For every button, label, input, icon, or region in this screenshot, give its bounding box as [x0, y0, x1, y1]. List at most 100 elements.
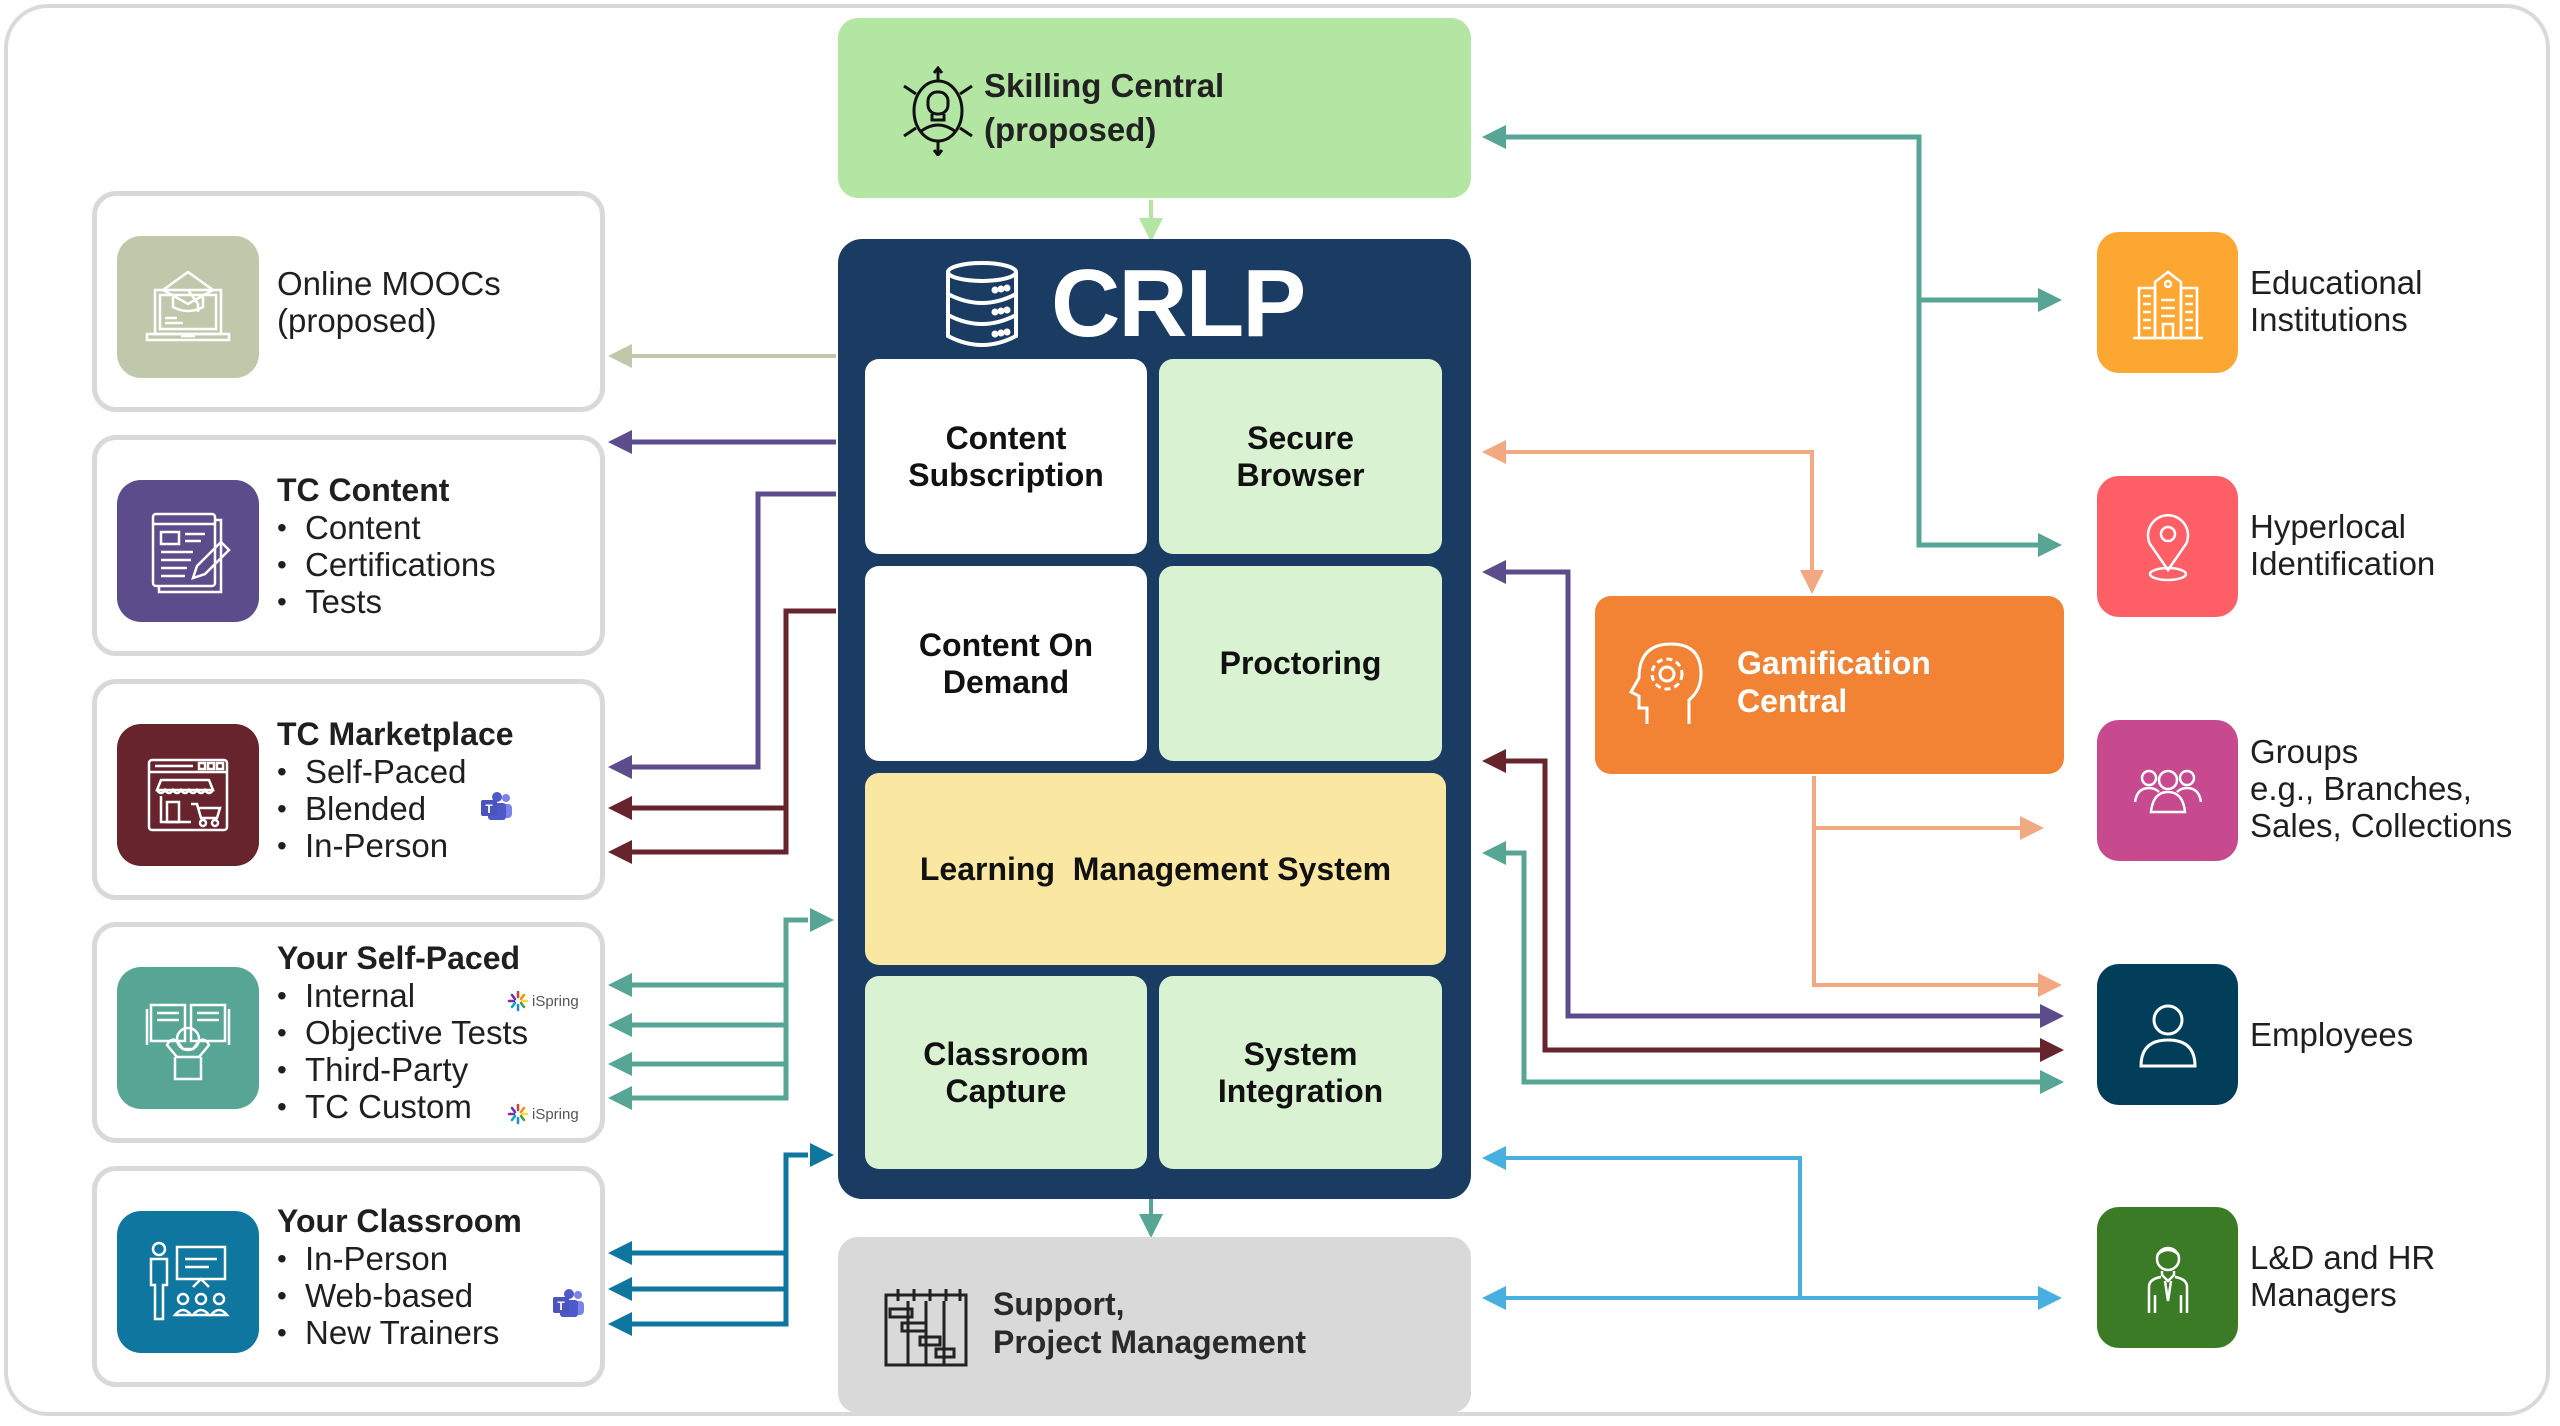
list-item-label: Internal [305, 977, 416, 1014]
label-line: Groups [2250, 733, 2359, 770]
educational-institutions-icon-tile[interactable] [2097, 232, 2238, 373]
hyperlocal-identification-label: Hyperlocal Identification [2250, 508, 2435, 582]
bullet: • [277, 1017, 287, 1048]
teams-icon: T [553, 1289, 584, 1317]
label-line: Sales, Collections [2250, 807, 2513, 844]
tile-label: Secure [1247, 419, 1354, 456]
list-item: • Content [277, 509, 496, 546]
list-item: • In-Person [277, 827, 514, 864]
tile-label: Demand [942, 663, 1070, 700]
bullet: • [277, 548, 287, 580]
list-item-label: Certifications [305, 545, 496, 583]
presentation-audience-icon [149, 1241, 230, 1321]
classroom-title: Your Classroom [277, 1202, 522, 1239]
label-line: Institutions [2250, 301, 2408, 338]
bullet: • [277, 829, 287, 861]
storefront-icon [147, 758, 229, 832]
svg-text:T: T [485, 802, 493, 816]
ispring-icon [507, 1103, 529, 1125]
list-item-label: Web-based [305, 1276, 474, 1314]
list-item: •In-Person [277, 1240, 522, 1277]
tile-proctoring[interactable]: Proctoring [1159, 566, 1442, 761]
list-item: •Tests [277, 583, 496, 620]
document-edit-icon [151, 512, 231, 594]
support-subtitle: Project Management [993, 1324, 1306, 1360]
tc-content-card[interactable]: TC Content •Content •Certifications •Tes… [92, 435, 605, 656]
tile-label: System [1243, 1035, 1358, 1072]
tile-label: Subscription [908, 456, 1104, 493]
label-line: Employees [2250, 1016, 2414, 1053]
moocs-title: Online MOOCs [277, 264, 501, 302]
tc-content-text: TC Content •Content •Certifications •Tes… [277, 440, 496, 651]
person-network-icon [903, 66, 973, 156]
user-icon [2138, 1004, 2197, 1067]
ispring-label: iSpring [532, 1105, 579, 1123]
skilling-central-label: Skilling Central (proposed) [984, 64, 1224, 152]
groups-icon-tile[interactable] [2097, 720, 2238, 861]
gamification-subtitle: Central [1737, 683, 1848, 719]
list-item-label: TC Custom [305, 1088, 472, 1125]
skilling-central-title: Skilling Central [984, 67, 1225, 104]
tc-marketplace-card[interactable]: TC Marketplace •Self-Paced •Blended • In-… [92, 679, 605, 900]
list-item-label: In-Person [305, 826, 449, 864]
group-icon [2133, 769, 2202, 813]
crlp-header: CRLP [943, 249, 1306, 359]
ispring-logo: iSpring [507, 990, 579, 1012]
ld-hr-managers-label: L&D and HR Managers [2250, 1239, 2435, 1313]
list-item-label: Third-Party [305, 1051, 469, 1088]
laptop-graduation-icon [145, 270, 231, 342]
list-item: •Self-Paced [277, 753, 514, 790]
label-line: L&D and HR [2250, 1239, 2436, 1276]
tile-label: Proctoring [1219, 645, 1382, 681]
support-project-management-box[interactable]: Support, Project Management [838, 1237, 1471, 1413]
list-item-label: Content [305, 508, 421, 546]
tile-learning-management-system[interactable]: Learning Management System [865, 773, 1446, 965]
bullet: • [277, 1316, 287, 1348]
manager-icon [2147, 1246, 2188, 1313]
your-classroom-card[interactable]: Your Classroom •In-Person •Web-based • Ne… [92, 1166, 605, 1387]
list-item: •Blended [277, 790, 514, 827]
ld-hr-managers-icon-tile[interactable] [2097, 1207, 2238, 1348]
self-paced-title: Your Self-Paced [277, 940, 521, 976]
your-self-paced-card[interactable]: Your Self-Paced •Internal •Objective Tes… [92, 922, 605, 1143]
head-gear-icon [1628, 642, 1703, 724]
tc-marketplace-title: TC Marketplace [277, 715, 514, 752]
hyperlocal-identification-icon-tile[interactable] [2097, 476, 2238, 617]
gamification-label: Gamification Central [1737, 644, 1931, 720]
employees-icon-tile[interactable] [2097, 964, 2238, 1105]
tile-label: Capture [945, 1072, 1067, 1109]
gantt-chart-icon [884, 1289, 968, 1367]
label-line: Educational [2250, 264, 2423, 301]
support-label: Support, Project Management [993, 1285, 1306, 1361]
list-item: • TC Custom [277, 1088, 528, 1125]
tile-label: Classroom [923, 1035, 1089, 1072]
list-item-label: In-Person [305, 1239, 449, 1277]
tile-label: Content On [918, 626, 1094, 663]
list-item: •Web-based [277, 1277, 522, 1314]
groups-label: Groups e.g., Branches, Sales, Collection… [2250, 733, 2512, 844]
tc-marketplace-text: TC Marketplace •Self-Paced •Blended • In-… [277, 684, 514, 895]
moocs-subtitle: (proposed) [277, 301, 437, 339]
tile-label: Integration [1217, 1072, 1384, 1109]
classroom-icon-tile [117, 1211, 259, 1353]
gamification-title: Gamification [1737, 645, 1931, 681]
list-item-label: New Trainers [305, 1313, 500, 1351]
list-item: •Third-Party [277, 1051, 528, 1088]
label-line: Hyperlocal [2250, 508, 2406, 545]
gamification-central-box[interactable]: Gamification Central [1595, 596, 2064, 774]
self-paced-text: Your Self-Paced •Internal •Objective Tes… [277, 927, 528, 1138]
bullet: • [277, 1091, 287, 1122]
list-item-label: Objective Tests [305, 1014, 529, 1051]
online-moocs-card[interactable]: Online MOOCs (proposed) [92, 191, 605, 412]
bullet: • [277, 511, 287, 543]
skilling-central-box[interactable]: Skilling Central (proposed) [838, 18, 1471, 198]
list-item: •Internal [277, 977, 528, 1014]
tile-label: Content [945, 419, 1067, 456]
support-title: Support, [993, 1286, 1125, 1322]
tile-label: Learning Management System [919, 850, 1392, 887]
